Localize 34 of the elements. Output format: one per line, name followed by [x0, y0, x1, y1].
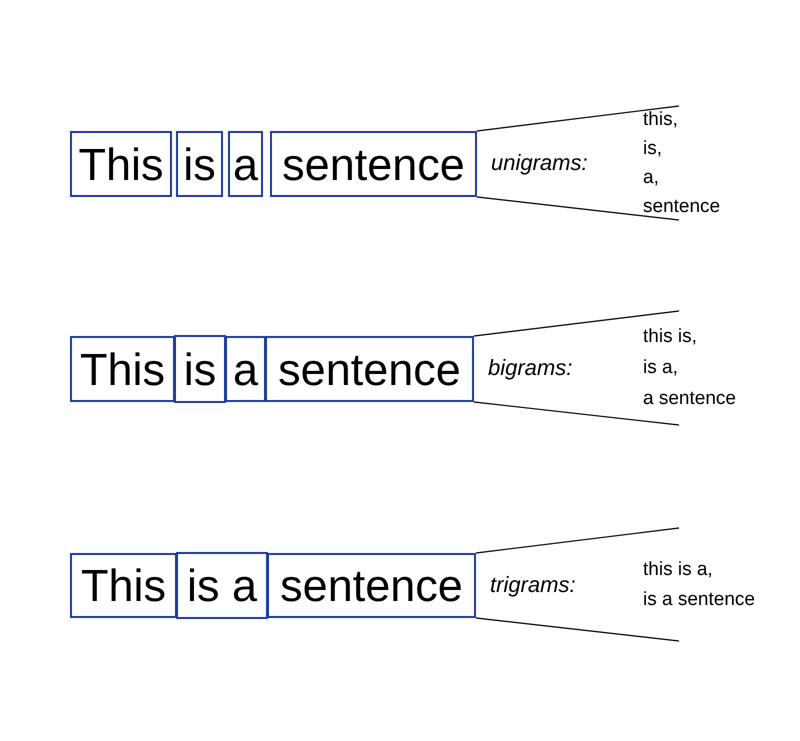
ngram-item: a, — [643, 167, 659, 190]
word-box — [267, 553, 476, 618]
word-box — [270, 131, 477, 197]
word-box — [225, 336, 266, 402]
word-box — [228, 131, 263, 197]
word-text: a — [232, 346, 258, 392]
ngram-type-label: bigrams: — [488, 355, 572, 381]
word-text: a — [232, 142, 258, 186]
ngram-item: this is a, — [643, 558, 713, 582]
ngram-type-label: unigrams: — [491, 150, 588, 176]
word-box — [70, 553, 177, 618]
word-text: This — [80, 563, 166, 608]
word-text: is — [183, 142, 216, 186]
ngram-item: is a sentence — [643, 588, 755, 612]
word-text: sentence — [278, 346, 461, 392]
word-text: sentence — [282, 142, 465, 186]
word-text: This — [78, 142, 164, 186]
ngram-type-label: trigrams: — [490, 572, 576, 598]
word-text: is — [184, 346, 216, 392]
word-box — [265, 336, 474, 402]
word-box — [176, 552, 268, 619]
ngram-item: a sentence — [643, 388, 736, 410]
ngram-item: is, — [643, 138, 662, 161]
word-box — [174, 335, 226, 403]
ngram-item: this, — [643, 109, 678, 132]
word-box — [70, 131, 172, 197]
word-text: This — [80, 346, 165, 392]
word-box — [176, 131, 223, 197]
word-box — [70, 336, 175, 402]
word-text: sentence — [280, 563, 463, 608]
word-text: is a — [186, 563, 258, 608]
ngram-item: is a, — [643, 356, 678, 380]
ngram-item: this is, — [643, 326, 697, 348]
ngram-item: sentence — [643, 196, 720, 219]
